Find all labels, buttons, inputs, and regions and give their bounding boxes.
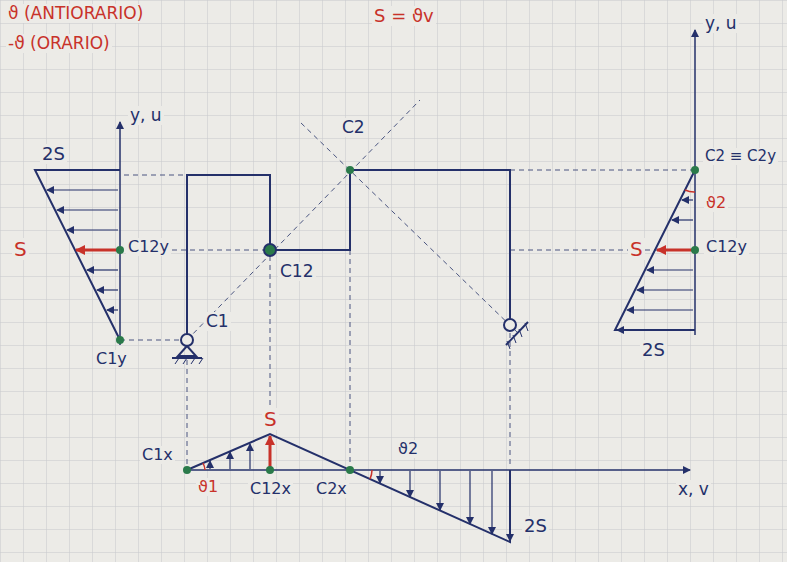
point-label: C12y — [704, 238, 749, 256]
formula-note: S = ϑv — [372, 6, 436, 26]
sign-note: ϑ (ANTIORARIO) — [6, 4, 145, 23]
angle-label: ϑ1 — [196, 478, 220, 496]
point-label: C2 ≡ C2y — [703, 148, 778, 165]
point-label: C1 — [204, 312, 231, 331]
magnitude-label: S — [628, 238, 645, 260]
magnitude-label: S — [262, 408, 279, 430]
axis-label: y, u — [128, 106, 164, 125]
axis-label: x, v — [676, 480, 711, 499]
bottom-displacement-diagram — [183, 434, 690, 542]
frame-structure — [172, 166, 528, 364]
construction-lines — [120, 100, 695, 466]
point-label: C12 — [278, 262, 316, 281]
angle-label: ϑ2 — [396, 440, 420, 458]
point-label: C2 — [340, 118, 367, 137]
point-label: C12x — [248, 480, 293, 498]
axis-label: y, u — [703, 14, 739, 33]
magnitude-label: S — [12, 238, 29, 260]
right-displacement-diagram — [615, 30, 699, 335]
magnitude-label: 2S — [640, 340, 667, 360]
point-label: C12y — [126, 238, 171, 256]
point-label: C1x — [140, 446, 175, 464]
sign-note: -ϑ (ORARIO) — [6, 34, 112, 53]
angle-label: ϑ2 — [704, 194, 728, 212]
magnitude-label: 2S — [522, 516, 549, 536]
left-displacement-diagram — [35, 122, 124, 345]
point-label: C2x — [314, 480, 349, 498]
magnitude-label: 2S — [40, 144, 67, 164]
point-label: C1y — [94, 350, 129, 368]
